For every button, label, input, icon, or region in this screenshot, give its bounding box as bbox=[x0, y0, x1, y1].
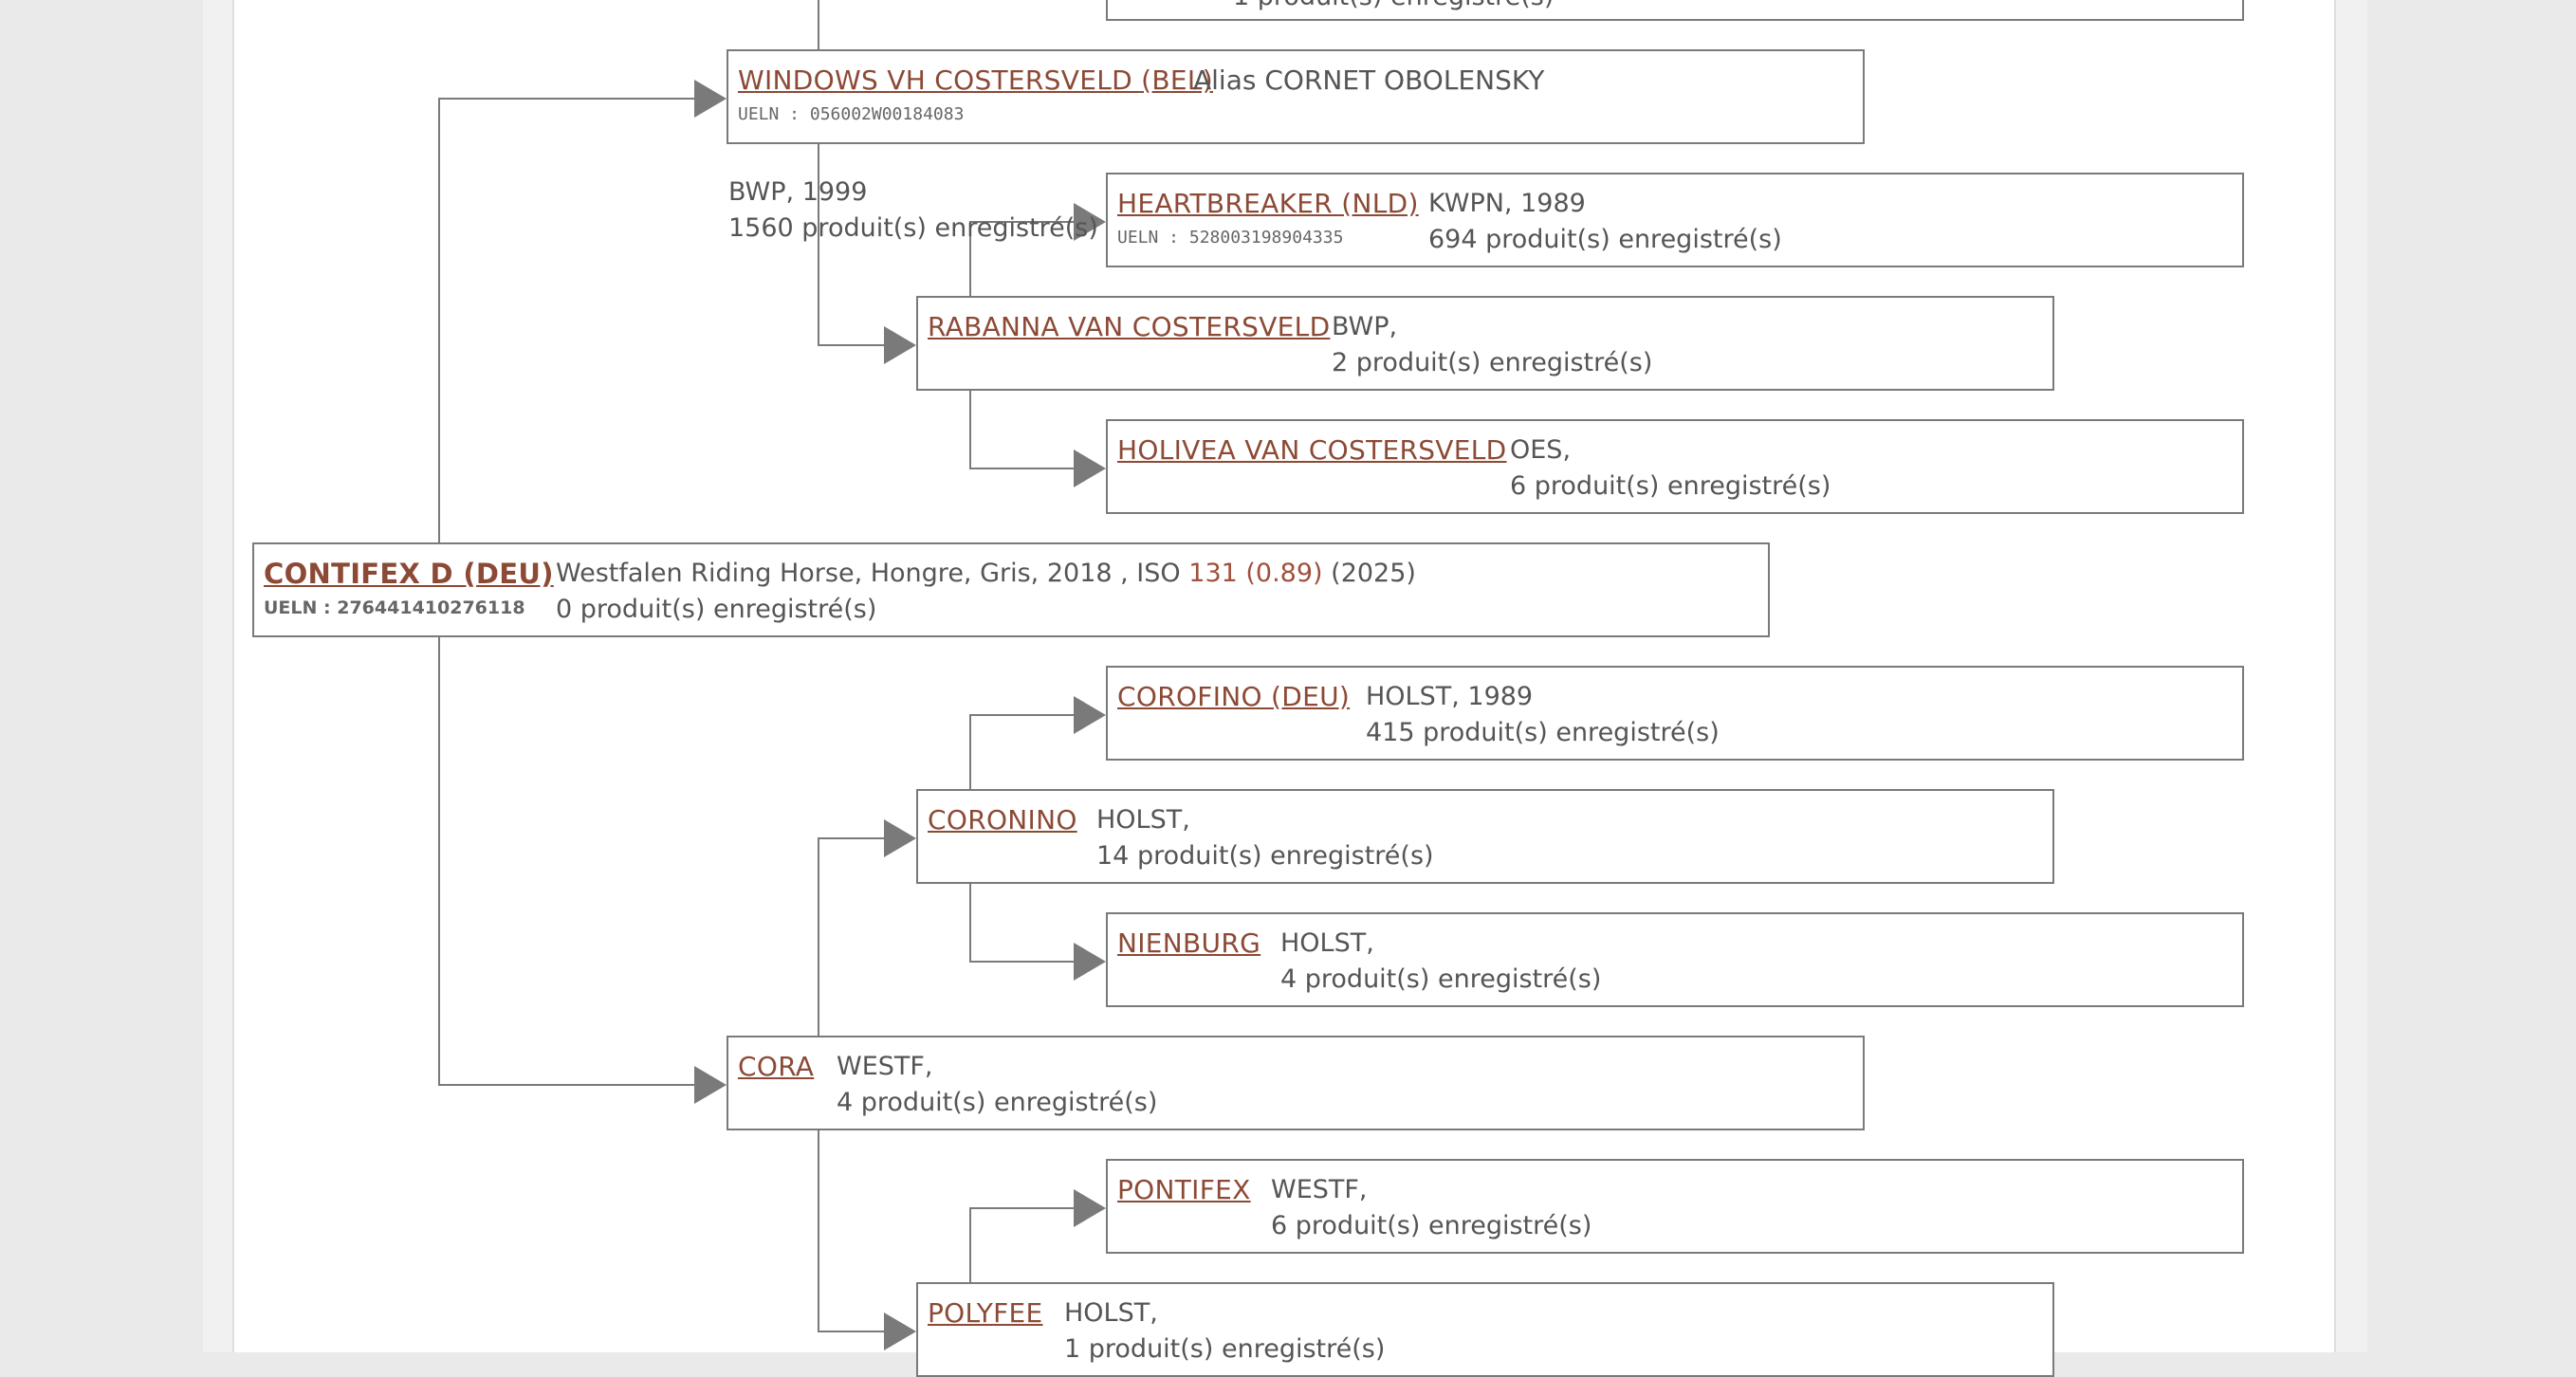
ancestor-card-dam-sire-dam: NIENBURG HOLST, 4 produit(s) enregistré(… bbox=[1106, 912, 2244, 1007]
subject-description: Westfalen Riding Horse, Hongre, Gris, 20… bbox=[556, 559, 1181, 588]
products-count: 4 produit(s) enregistré(s) bbox=[1280, 964, 1602, 994]
ueln-code: UELN : 056002W00184083 bbox=[738, 104, 965, 124]
iso-year: (2025) bbox=[1331, 559, 1416, 588]
ancestor-card-partial: 1 produit(s) enregistré(s) bbox=[1106, 0, 2244, 21]
arrow-right-icon bbox=[1074, 696, 1106, 734]
products-count: 6 produit(s) enregistré(s) bbox=[1510, 471, 1831, 501]
studbook-year: WESTF, bbox=[1271, 1175, 1368, 1204]
ancestor-card-dam-dam-sire: PONTIFEX WESTF, 6 produit(s) enregistré(… bbox=[1106, 1159, 2244, 1254]
arrow-right-icon bbox=[1074, 203, 1106, 241]
studbook-year: KWPN, 1989 bbox=[1428, 189, 1586, 218]
studbook-year: OES, bbox=[1510, 435, 1572, 465]
ancestor-name-link[interactable]: CORONINO bbox=[928, 804, 1077, 835]
ancestor-card-sire: WINDOWS VH COSTERSVELD (BEL) Alias CORNE… bbox=[727, 49, 1865, 144]
ancestor-name-link[interactable]: COROFINO (DEU) bbox=[1117, 681, 1351, 712]
products-count: 1 produit(s) enregistré(s) bbox=[1064, 1334, 1386, 1364]
arrow-right-icon bbox=[1074, 450, 1106, 487]
subject-description-line: Westfalen Riding Horse, Hongre, Gris, 20… bbox=[556, 556, 1416, 592]
studbook-year: HOLST, bbox=[1064, 1298, 1158, 1328]
ancestor-card-dam-sire-sire: COROFINO (DEU) HOLST, 1989 415 produit(s… bbox=[1106, 666, 2244, 761]
studbook-year: WESTF, bbox=[837, 1052, 933, 1081]
products-count: 415 produit(s) enregistré(s) bbox=[1366, 718, 1720, 747]
arrow-right-icon bbox=[1074, 1189, 1106, 1227]
ancestor-name-link[interactable]: PONTIFEX bbox=[1117, 1174, 1251, 1205]
arrow-right-icon bbox=[1074, 943, 1106, 981]
arrow-right-icon bbox=[884, 819, 916, 857]
ancestor-details: HOLST, 4 produit(s) enregistré(s) bbox=[1280, 926, 1601, 998]
studbook-year: BWP, bbox=[1332, 312, 1398, 341]
iso-value: 131 (0.89) bbox=[1188, 559, 1323, 588]
ancestor-details: BWP, 2 produit(s) enregistré(s) bbox=[1332, 309, 1652, 381]
ancestor-name-link[interactable]: HOLIVEA VAN COSTERSVELD bbox=[1117, 434, 1507, 466]
ancestor-details: OES, 6 produit(s) enregistré(s) bbox=[1510, 432, 1831, 505]
ancestor-card-dam: CORA WESTF, 4 produit(s) enregistré(s) bbox=[727, 1036, 1865, 1130]
products-count: 1560 produit(s) enregistré(s) bbox=[728, 213, 1098, 243]
ancestor-details: HOLST, 14 produit(s) enregistré(s) bbox=[1096, 802, 1434, 874]
ancestor-card-sire-dam-sire: HOLIVEA VAN COSTERSVELD OES, 6 produit(s… bbox=[1106, 419, 2244, 514]
subject-details: Westfalen Riding Horse, Hongre, Gris, 20… bbox=[556, 556, 1416, 628]
ancestor-name-link[interactable]: RABANNA VAN COSTERSVELD bbox=[928, 311, 1331, 342]
studbook-year: HOLST, bbox=[1096, 805, 1190, 835]
ancestor-name-link[interactable]: HEARTBREAKER (NLD) bbox=[1117, 188, 1419, 219]
ancestor-details: HOLST, 1 produit(s) enregistré(s) bbox=[1064, 1295, 1385, 1368]
ancestor-card-sire-dam: RABANNA VAN COSTERSVELD BWP, 2 produit(s… bbox=[916, 296, 2054, 391]
arrow-right-icon bbox=[694, 80, 727, 118]
ancestor-details: WESTF, 6 produit(s) enregistré(s) bbox=[1271, 1172, 1592, 1244]
studbook-year: BWP, 1999 bbox=[728, 177, 868, 207]
ancestor-details: WESTF, 4 produit(s) enregistré(s) bbox=[837, 1049, 1157, 1121]
sire-details: BWP, 1999 1560 produit(s) enregistré(s) bbox=[728, 174, 1098, 247]
products-count: 6 produit(s) enregistré(s) bbox=[1271, 1211, 1592, 1240]
subject-name-link[interactable]: CONTIFEX D (DEU) bbox=[264, 558, 554, 590]
ancestor-name-link[interactable]: NIENBURG bbox=[1117, 927, 1261, 959]
arrow-right-icon bbox=[884, 1313, 916, 1350]
ueln-code: UELN : 528003198904335 bbox=[1117, 228, 1344, 248]
arrow-right-icon bbox=[884, 326, 916, 364]
ancestor-details: KWPN, 1989 694 produit(s) enregistré(s) bbox=[1428, 186, 1782, 258]
ancestor-details: HOLST, 1989 415 produit(s) enregistré(s) bbox=[1366, 679, 1720, 751]
ancestor-alias: Alias CORNET OBOLENSKY bbox=[1193, 64, 1545, 96]
ancestor-card-dam-sire: CORONINO HOLST, 14 produit(s) enregistré… bbox=[916, 789, 2054, 884]
arrow-right-icon bbox=[694, 1066, 727, 1104]
studbook-year: HOLST, 1989 bbox=[1366, 682, 1534, 711]
subject-horse-card: CONTIFEX D (DEU) UELN : 276441410276118 … bbox=[252, 542, 1770, 637]
ancestor-name-link[interactable]: WINDOWS VH COSTERSVELD (BEL) bbox=[738, 64, 1213, 96]
ancestor-name-link[interactable]: CORA bbox=[738, 1051, 815, 1082]
products-count: 1 produit(s) enregistré(s) bbox=[1233, 0, 1554, 15]
ancestor-card-sire-sire: HEARTBREAKER (NLD) UELN : 52800319890433… bbox=[1106, 173, 2244, 267]
products-count: 2 produit(s) enregistré(s) bbox=[1332, 348, 1653, 377]
ancestor-name-link[interactable]: POLYFEE bbox=[928, 1297, 1043, 1329]
products-count: 4 produit(s) enregistré(s) bbox=[837, 1088, 1158, 1117]
products-count: 0 produit(s) enregistré(s) bbox=[556, 595, 877, 624]
studbook-year: HOLST, bbox=[1280, 928, 1374, 958]
ueln-code: UELN : 276441410276118 bbox=[264, 597, 525, 618]
products-count: 14 produit(s) enregistré(s) bbox=[1096, 841, 1434, 871]
products-count: 694 produit(s) enregistré(s) bbox=[1428, 225, 1782, 254]
ancestor-card-dam-dam: POLYFEE HOLST, 1 produit(s) enregistré(s… bbox=[916, 1282, 2054, 1377]
